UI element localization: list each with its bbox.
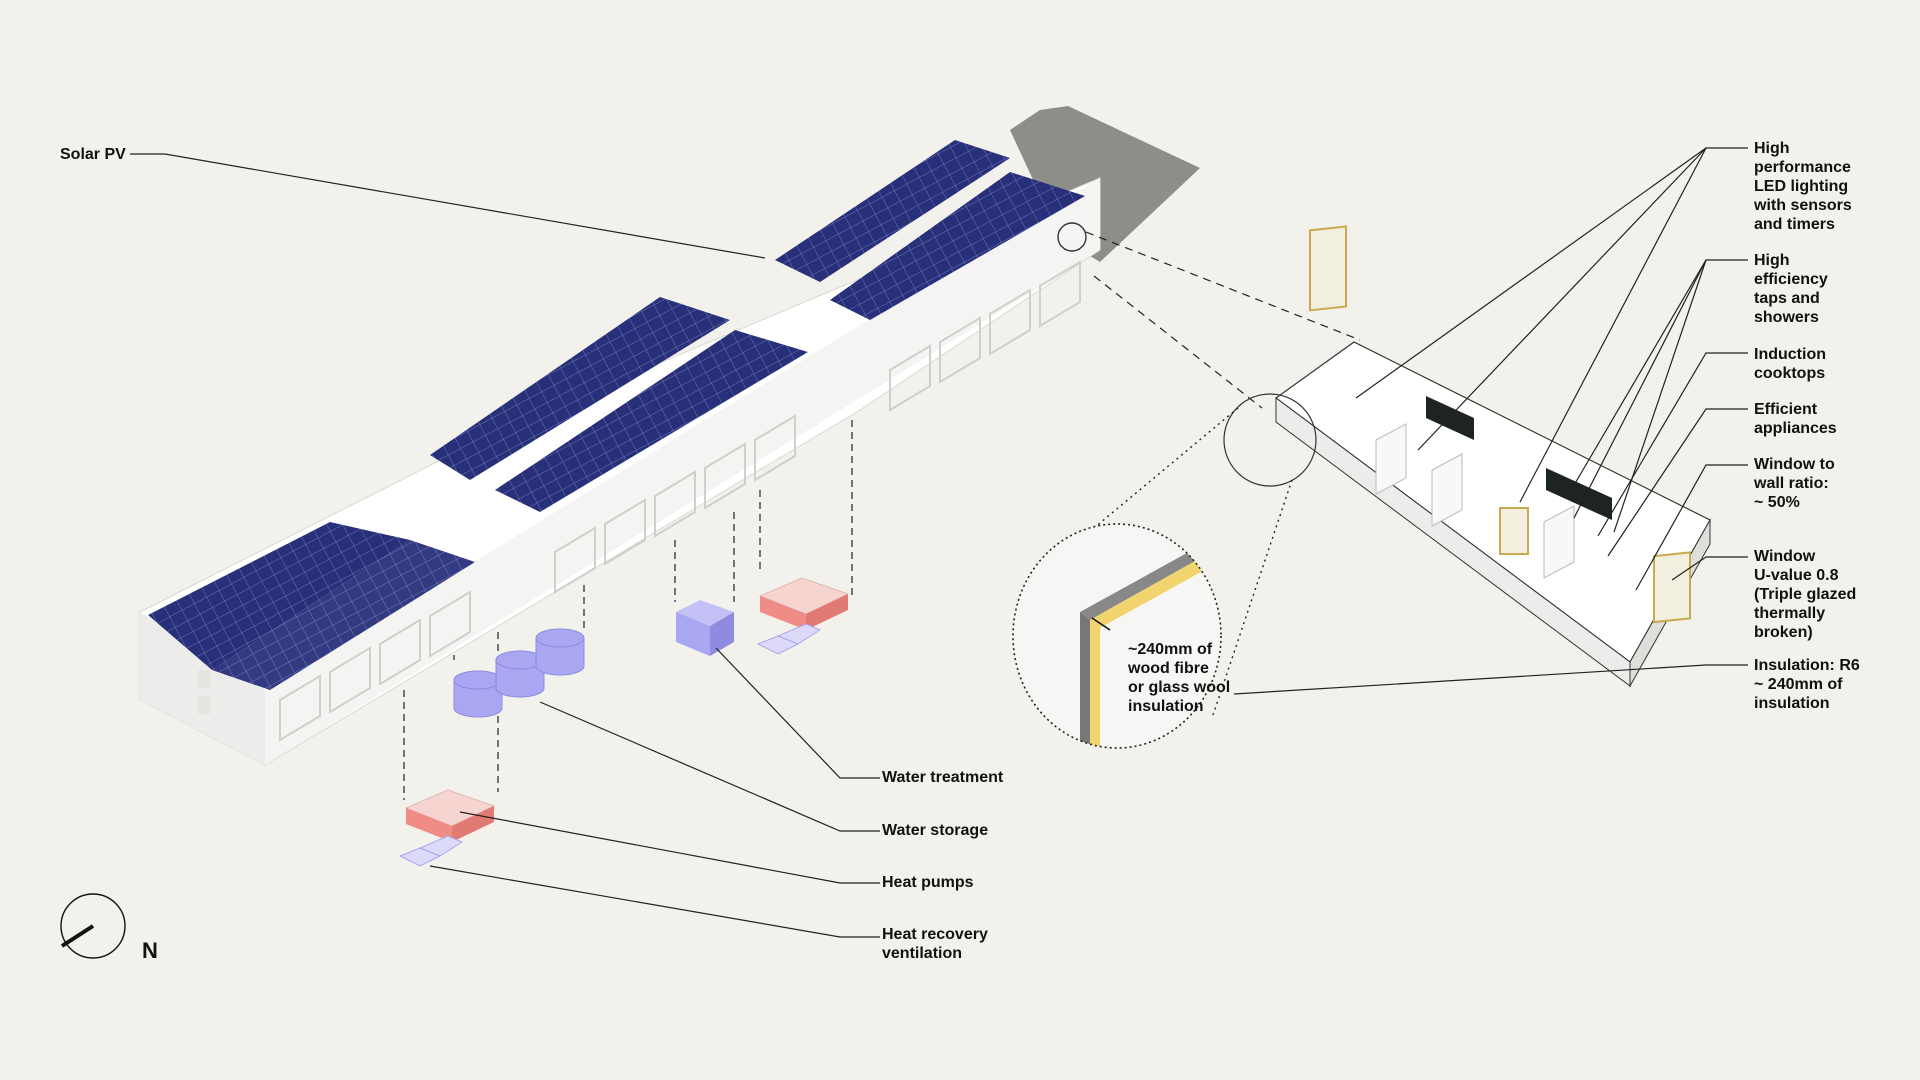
- water-storage-label: Water storage: [882, 822, 989, 839]
- wall-section-inset: [1012, 393, 1317, 749]
- window-uvalue-label: Window U-value 0.8 (Triple glazed therma…: [1754, 548, 1857, 641]
- heat-pump-units: [404, 577, 850, 842]
- north-label: N: [142, 938, 158, 963]
- water-treatment-label: Water treatment: [882, 769, 1004, 786]
- inset-insulation-text: ~240mm of wood fibre or glass wool insul…: [1128, 641, 1231, 715]
- taps-showers-label: High efficiency taps and showers: [1754, 252, 1828, 326]
- induction-label: Induction cooktops: [1754, 346, 1826, 382]
- solar-pv-label: Solar PV: [60, 146, 126, 163]
- hrv-units: [398, 623, 822, 867]
- water-treatment-unit: [676, 600, 734, 656]
- solar-panels: [148, 140, 1085, 690]
- window-ratio-label: Window to wall ratio: ~ 50%: [1754, 456, 1835, 511]
- heat-pumps-label: Heat pumps: [882, 874, 974, 891]
- compass-icon: [60, 893, 126, 959]
- apartment-plan: [1274, 225, 1711, 688]
- heat-recovery-label: Heat recovery ventilation: [882, 926, 988, 962]
- appliances-label: Efficient appliances: [1754, 401, 1837, 437]
- water-storage-tanks: [453, 628, 585, 718]
- insulation-label: Insulation: R6 ~ 240mm of insulation: [1754, 657, 1860, 712]
- led-lighting-label: High performance LED lighting with senso…: [1754, 140, 1852, 233]
